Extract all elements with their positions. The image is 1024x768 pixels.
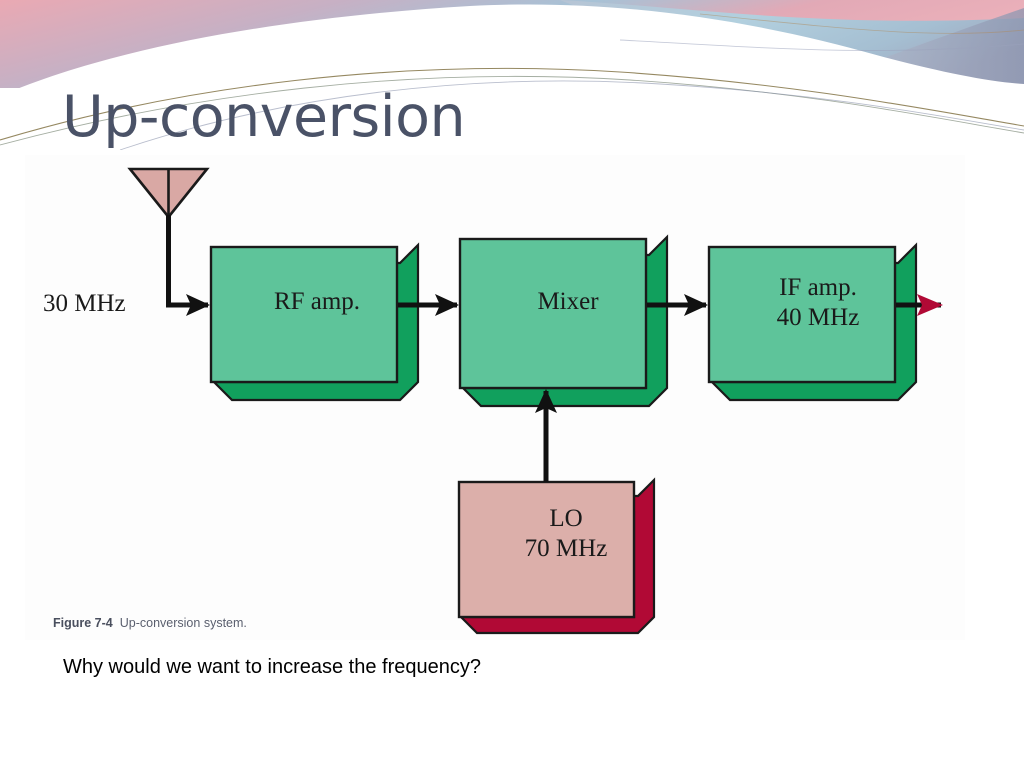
figure-caption-number: Figure 7-4: [53, 616, 113, 630]
block-diagram: [127, 167, 943, 635]
block-rf-amp: [209, 242, 420, 402]
label-input-frequency: 30 MHz: [43, 290, 126, 317]
block-mixer: [458, 234, 669, 408]
figure-caption-text: Up-conversion system.: [119, 616, 247, 630]
block-lo: [457, 477, 656, 635]
body-question-text: Why would we want to increase the freque…: [63, 656, 481, 678]
page-title: Up-conversion: [62, 84, 466, 150]
figure-caption: Figure 7-4 Up-conversion system.: [53, 616, 247, 630]
antenna-feed-line: [166, 215, 210, 316]
antenna-icon: [127, 167, 210, 220]
block-if-amp: [707, 242, 918, 402]
figure-image: 30 MHz RF amp. Mixer IF amp. 40 MHz LO 7…: [25, 155, 965, 640]
